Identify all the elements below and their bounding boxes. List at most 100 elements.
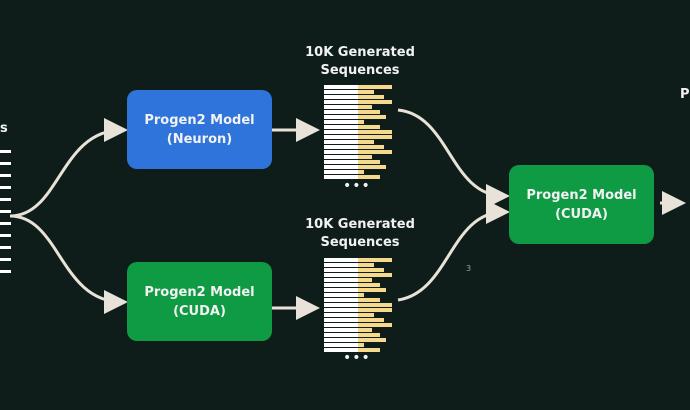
sequence-bar-yellow xyxy=(358,313,374,317)
cuda-model-right-title: Progen2 Model xyxy=(526,187,637,203)
input-line xyxy=(0,222,11,225)
sequence-bar-white xyxy=(324,100,358,104)
sequence-row xyxy=(324,155,392,160)
sequence-grid-2 xyxy=(324,258,392,353)
sequence-bar-white xyxy=(324,155,358,159)
sequence-bar-white xyxy=(324,318,358,322)
sequence-bar-yellow xyxy=(358,150,392,154)
right-partial-label: P xyxy=(680,87,690,102)
sequence-bar-yellow xyxy=(358,175,380,179)
sequence-bar-yellow xyxy=(358,288,386,292)
input-line xyxy=(0,234,11,237)
sequence-bar-white xyxy=(324,165,358,169)
sequence-bar-white xyxy=(324,338,358,342)
seq2-title-line2: Sequences xyxy=(320,235,400,250)
sequence-bar-yellow xyxy=(358,120,364,124)
sequence-bar-white xyxy=(324,125,358,129)
sequence-bar-yellow xyxy=(358,338,386,342)
seq2-title-line1: 10K Generated xyxy=(305,217,415,232)
sequence-bar-yellow xyxy=(358,155,372,159)
sequence-bar-white xyxy=(324,288,358,292)
arrow-input-to-cuda xyxy=(9,214,128,314)
sequence-grid-1 xyxy=(324,85,392,180)
sequence-bar-white xyxy=(324,258,358,262)
sequence-row xyxy=(324,100,392,105)
sequence-bar-yellow xyxy=(358,318,384,322)
sequence-bar-yellow xyxy=(358,283,380,287)
sequence-bar-white xyxy=(324,85,358,89)
cuda-model-right-subtitle: (CUDA) xyxy=(555,206,608,222)
sequence-row xyxy=(324,278,392,283)
neuron-model-node: Progen2 Model (Neuron) xyxy=(127,90,272,169)
sequence-row xyxy=(324,333,392,338)
sequence-bar-white xyxy=(324,323,358,327)
sequence-bar-white xyxy=(324,313,358,317)
sequence-row xyxy=(324,160,392,165)
input-line xyxy=(0,270,11,273)
seq1-title-line1: 10K Generated xyxy=(305,45,415,60)
sequence-bar-yellow xyxy=(358,95,384,99)
sequence-bar-yellow xyxy=(358,258,392,262)
sequence-bar-white xyxy=(324,278,358,282)
sequence-row xyxy=(324,323,392,328)
sequence-bar-white xyxy=(324,105,358,109)
sequence-row xyxy=(324,268,392,273)
sequence-row xyxy=(324,293,392,298)
sequence-row xyxy=(324,90,392,95)
sequence-row xyxy=(324,125,392,130)
sequence-bar-yellow xyxy=(358,170,364,174)
seq1-title-line2: Sequences xyxy=(320,63,400,78)
sequence-bar-white xyxy=(324,175,358,179)
sequence-row xyxy=(324,263,392,268)
sequence-bar-yellow xyxy=(358,145,384,149)
sequence-bar-yellow xyxy=(358,90,374,94)
annotation-label: 3 xyxy=(466,264,472,273)
arrow-input-to-neuron xyxy=(9,118,128,218)
sequence-row xyxy=(324,283,392,288)
sequence-row xyxy=(324,140,392,145)
sequence-row xyxy=(324,175,392,180)
sequence-bar-white xyxy=(324,348,358,352)
sequence-row xyxy=(324,165,392,170)
sequence-bar-yellow xyxy=(358,298,380,302)
sequence-bar-white xyxy=(324,145,358,149)
neuron-model-title: Progen2 Model xyxy=(144,112,255,128)
sequence-bar-yellow xyxy=(358,130,392,134)
sequence-row xyxy=(324,343,392,348)
cuda-model-node-bottom: Progen2 Model(CUDA) xyxy=(127,262,272,341)
sequence-bar-white xyxy=(324,115,358,119)
sequence-row xyxy=(324,338,392,343)
sequence-row xyxy=(324,105,392,110)
sequence-row xyxy=(324,298,392,303)
sequence-row xyxy=(324,150,392,155)
sequence-bar-white xyxy=(324,343,358,347)
sequence-bar-white xyxy=(324,120,358,124)
sequence-group-1-title: 10K Generated Sequences xyxy=(290,44,430,80)
sequence-bar-white xyxy=(324,135,358,139)
sequence-bar-yellow xyxy=(358,273,392,277)
sequence-bar-yellow xyxy=(358,115,386,119)
sequence-bar-white xyxy=(324,95,358,99)
sequence-bar-yellow xyxy=(358,328,372,332)
sequence-bar-yellow xyxy=(358,105,372,109)
sequence-bar-white xyxy=(324,170,358,174)
input-line xyxy=(0,246,11,249)
input-line xyxy=(0,210,11,213)
sequence-group-2-title: 10K Generated Sequences xyxy=(290,216,430,252)
ellipsis-2: ••• xyxy=(343,350,371,366)
sequence-bar-yellow xyxy=(358,135,392,139)
sequence-bar-white xyxy=(324,263,358,267)
input-line xyxy=(0,258,11,261)
sequence-bar-yellow xyxy=(358,323,392,327)
sequence-bar-white xyxy=(324,303,358,307)
input-line xyxy=(0,186,11,189)
sequence-row xyxy=(324,145,392,150)
sequence-bar-yellow xyxy=(358,165,386,169)
input-line xyxy=(0,174,11,177)
cuda-model-bottom-subtitle: (CUDA) xyxy=(173,303,226,319)
sequence-row xyxy=(324,170,392,175)
sequence-bar-yellow xyxy=(358,85,392,89)
sequence-bar-yellow xyxy=(358,308,392,312)
neuron-model-subtitle: (Neuron) xyxy=(166,131,233,147)
sequence-row xyxy=(324,120,392,125)
